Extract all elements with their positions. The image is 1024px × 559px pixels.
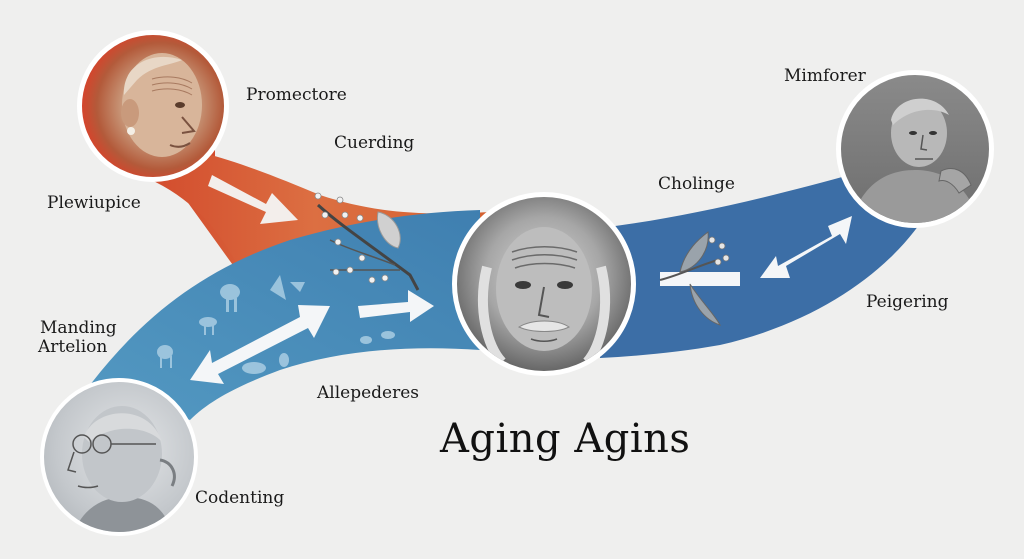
arrow-double-right xyxy=(760,216,852,278)
portrait-top-right xyxy=(836,70,994,228)
face-illustration-icon xyxy=(477,227,611,366)
arrow-double-left xyxy=(190,305,330,384)
label-cholinge: Cholinge xyxy=(658,174,735,194)
blue-flow-band-left xyxy=(90,210,480,420)
label-manding: Manding xyxy=(40,318,117,338)
blossom-branch-icon xyxy=(314,192,420,291)
diagram-title: Aging Agins xyxy=(440,416,691,462)
leaf-branch-icon xyxy=(659,231,740,326)
arrow-right-small xyxy=(358,290,434,322)
label-codenting: Codenting xyxy=(195,488,285,508)
label-allepederes: Allepederes xyxy=(317,383,420,403)
label-promectore: Promectore xyxy=(246,85,347,105)
label-cuerding: Cuerding xyxy=(334,133,415,153)
face-photo-icon xyxy=(851,98,979,223)
arrow-down-right xyxy=(208,175,298,224)
face-illustration-icon xyxy=(121,53,202,157)
portrait-bottom-left xyxy=(40,378,198,536)
portrait-top-left xyxy=(77,30,229,182)
label-mimforer: Mimforer xyxy=(784,66,866,86)
label-artelion: Artelion xyxy=(38,337,108,357)
label-plewiupice: Plewiupice xyxy=(47,193,141,213)
face-drawing-icon xyxy=(67,406,176,532)
portrait-center xyxy=(452,192,636,376)
animal-silhouettes xyxy=(157,275,395,374)
label-peigering: Peigering xyxy=(866,292,949,312)
